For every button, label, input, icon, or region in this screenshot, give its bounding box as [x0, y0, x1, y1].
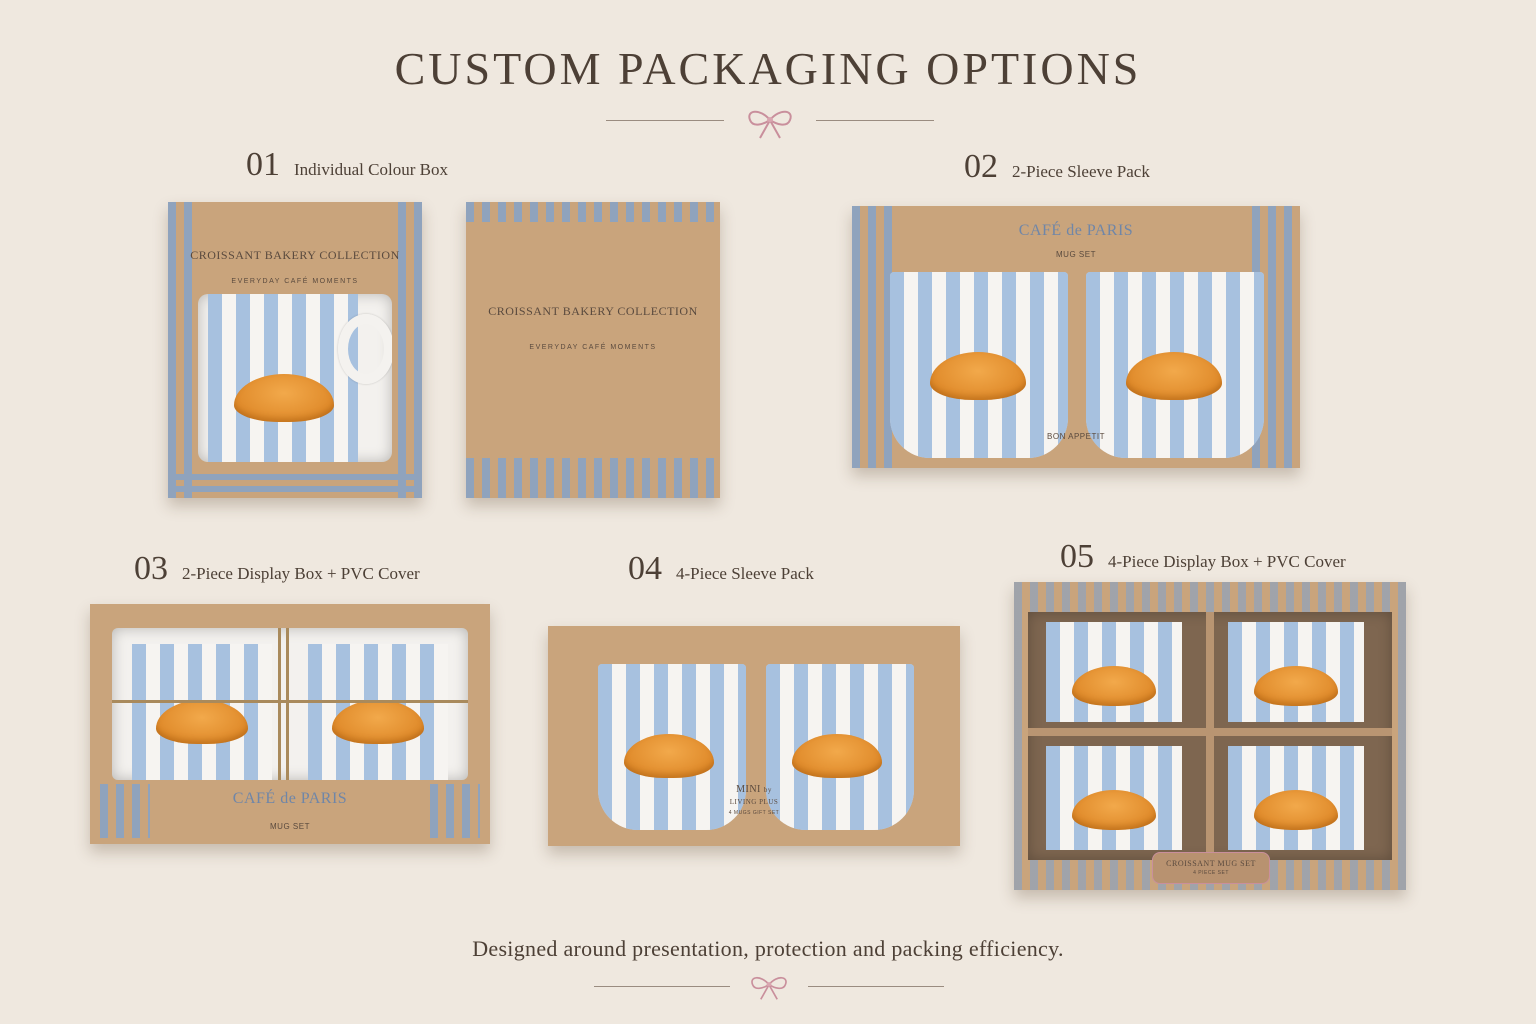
mug-window-right [766, 664, 914, 830]
mug-window-right [1086, 272, 1264, 458]
living-plus-text: LIVING PLUS [729, 798, 779, 806]
mug-set-text: MUG SET [1056, 250, 1096, 259]
croissant-print [1126, 352, 1222, 400]
cafe-text: CAFÉ de PARIS [232, 790, 348, 807]
mini-brand: MINI by [724, 784, 784, 795]
collection-text: CROISSANT BAKERY COLLECTION [190, 248, 400, 262]
mug-window-left [598, 664, 746, 830]
option-03-heading: 03 2-Piece Display Box + PVC Cover [134, 550, 420, 588]
gift-set-text: 4 MUGS GIFT SET [728, 810, 780, 816]
option-01-heading: 01 Individual Colour Box [246, 146, 448, 184]
option-05-heading: 05 4-Piece Display Box + PVC Cover [1060, 538, 1346, 576]
mug-window [198, 294, 392, 462]
by-text: by [763, 786, 772, 794]
display-box-4: CROISSANT MUG SET 4 PIECE SET [1014, 582, 1406, 890]
sleeve-pack-2: CAFÉ de PARIS MUG SET BON APPETIT [852, 206, 1300, 468]
four-piece-set-text: 4 PIECE SET [1193, 870, 1229, 876]
croissant-mug-set-label: CROISSANT MUG SET 4 PIECE SET [1152, 852, 1270, 884]
colour-box-front: CROISSANT BAKERY COLLECTION EVERYDAY CAF… [168, 202, 422, 498]
moments-text: EVERYDAY CAFÉ MOMENTS [529, 344, 657, 351]
pvc-window [112, 628, 468, 780]
mug-window-left [890, 272, 1068, 458]
option-label: 2-Piece Sleeve Pack [1012, 162, 1150, 181]
croissant-mug-set-text: CROISSANT MUG SET [1166, 859, 1256, 868]
title-rule-right [816, 120, 934, 121]
footer-rule-right [808, 986, 944, 987]
collection-text: CROISSANT BAKERY COLLECTION [488, 304, 698, 318]
croissant-print [1254, 790, 1338, 830]
croissant-print [1254, 666, 1338, 706]
sleeve-pack-4: MINI by LIVING PLUS 4 MUGS GIFT SET [548, 626, 960, 846]
option-number: 02 [964, 148, 998, 185]
footer-rule-left [594, 986, 730, 987]
moments-text: EVERYDAY CAFÉ MOMENTS [231, 278, 359, 285]
page-title: CUSTOM PACKAGING OPTIONS [394, 43, 1142, 94]
option-label: Individual Colour Box [294, 160, 448, 179]
option-label: 4-Piece Display Box + PVC Cover [1108, 552, 1346, 571]
croissant-print [156, 700, 248, 744]
option-number: 01 [246, 146, 280, 183]
croissant-print [234, 374, 334, 422]
croissant-print [624, 734, 714, 778]
croissant-print [792, 734, 882, 778]
bow-icon [748, 110, 792, 139]
croissant-print [332, 700, 424, 744]
option-04-heading: 04 4-Piece Sleeve Pack [628, 550, 814, 588]
mug-set-text: MUG SET [270, 822, 310, 831]
pvc-window [1028, 612, 1392, 860]
option-02-heading: 02 2-Piece Sleeve Pack [964, 148, 1150, 186]
mini-text: MINI [736, 784, 761, 795]
colour-box-back: CROISSANT BAKERY COLLECTION EVERYDAY CAF… [466, 202, 720, 498]
bon-appetit-text: BON APPETIT [1047, 432, 1105, 441]
option-label: 4-Piece Sleeve Pack [676, 564, 814, 583]
title-rule-left [606, 120, 724, 121]
bow-icon [751, 976, 787, 1000]
croissant-print [930, 352, 1026, 400]
display-box-2: CAFÉ de PARIS MUG SET [90, 604, 490, 844]
option-label: 2-Piece Display Box + PVC Cover [182, 564, 420, 583]
option-number: 03 [134, 550, 168, 587]
cafe-text: CAFÉ de PARIS [1018, 222, 1134, 239]
option-number: 05 [1060, 538, 1094, 575]
option-number: 04 [628, 550, 662, 587]
tagline: Designed around presentation, protection… [472, 936, 1064, 961]
croissant-print [1072, 666, 1156, 706]
croissant-print [1072, 790, 1156, 830]
